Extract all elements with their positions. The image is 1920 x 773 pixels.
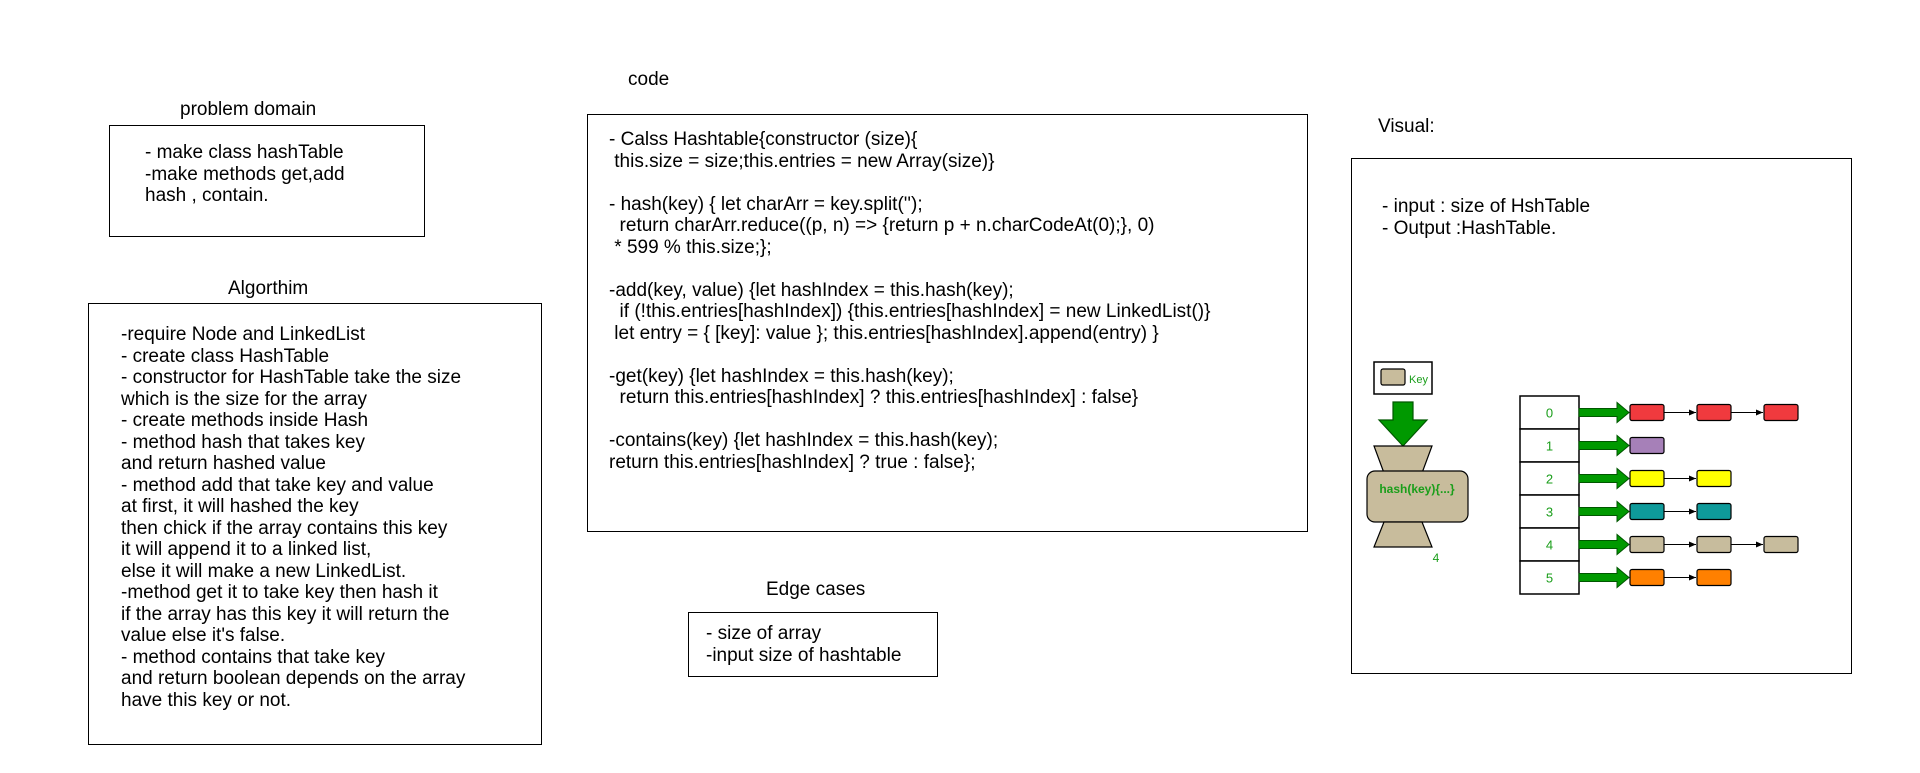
hash-output-label: 4 (1433, 551, 1440, 565)
text-line: and return hashed value (121, 453, 326, 474)
text-line: - Output :HashTable. (1382, 217, 1557, 239)
text-line: - method add that take key and value (121, 474, 434, 496)
text-line: - make class hashTable (145, 142, 344, 163)
text-line: - Calss Hashtable{constructor (size){ (609, 129, 918, 150)
text-line: -make methods get,add (145, 163, 345, 185)
linked-list-node (1763, 403, 1799, 422)
text-line: it will append it to a linked list, (121, 539, 372, 560)
text-line: this.size = size;this.entries = new Arra… (609, 150, 995, 172)
text-line: else it will make a new LinkedList. (121, 560, 407, 582)
text-line: return this.entries[hashIndex] ? true : … (609, 451, 976, 473)
edge-cases-text: - size of array-input size of hashtable (706, 623, 901, 666)
algorithm-text: -require Node and LinkedList- create cla… (121, 324, 465, 711)
text-line: -input size of hashtable (706, 644, 902, 666)
text-line: -add(key, value) {let hashIndex = this.h… (609, 279, 1014, 301)
code-title: code (628, 69, 670, 90)
visual-text: - input : size of HshTable- Output :Hash… (1382, 196, 1590, 239)
bucket-arrow-icon (1578, 566, 1630, 589)
edge-cases-box: - size of array-input size of hashtable (688, 612, 938, 677)
bucket-arrow-icon (1578, 401, 1630, 424)
bucket-index: 3 (1546, 505, 1553, 520)
bucket-arrow-icon (1578, 533, 1630, 556)
linked-list-node (1696, 403, 1732, 422)
funnel-top (1373, 445, 1433, 474)
text-line: then chick if the array contains this ke… (121, 517, 448, 539)
text-line: at first, it will hashed the key (121, 496, 359, 517)
linked-list-node (1696, 535, 1732, 554)
linked-list-node (1629, 469, 1665, 488)
hash-function-block (1366, 470, 1469, 523)
linked-list-node (1629, 568, 1665, 587)
bucket-arrow-icon (1578, 500, 1630, 523)
linked-list-node (1629, 436, 1665, 455)
bucket-cell (1519, 461, 1580, 496)
text-line: -require Node and LinkedList (121, 324, 365, 345)
linked-list-node (1629, 502, 1665, 521)
algorithm-box: -require Node and LinkedList- create cla… (88, 303, 542, 745)
text-line: - input : size of HshTable (1382, 196, 1591, 217)
key-swatch (1380, 368, 1406, 386)
text-line: if (!this.entries[hashIndex]) {this.entr… (609, 301, 1211, 322)
problem-domain-box: - make class hashTable-make methods get,… (109, 125, 425, 237)
text-line: * 599 % this.size;}; (609, 236, 772, 258)
text-line: which is the size for the array (121, 388, 368, 410)
problem-domain-title: problem domain (180, 99, 317, 120)
linked-list-node (1629, 535, 1665, 554)
text-line: - create class HashTable (121, 345, 330, 367)
text-line: return charArr.reduce((p, n) => {return … (609, 215, 1155, 236)
text-line: have this key or not. (121, 689, 292, 711)
text-line: let entry = { [key]: value }; this.entri… (609, 322, 1159, 344)
text-line: and return boolean depends on the array (121, 668, 466, 689)
bucket-arrow-icon (1578, 434, 1630, 457)
bucket-index: 0 (1546, 406, 1553, 421)
text-line: -get(key) {let hashIndex = this.hash(key… (609, 365, 954, 387)
bucket-index: 2 (1546, 472, 1553, 487)
funnel-bottom (1373, 521, 1433, 548)
linked-list-node (1629, 403, 1665, 422)
text-line: return this.entries[hashIndex] ? this.en… (609, 387, 1139, 408)
text-line: -contains(key) {let hashIndex = this.has… (609, 430, 999, 451)
bucket-index: 4 (1546, 538, 1553, 553)
code-box: - Calss Hashtable{constructor (size){ th… (587, 114, 1308, 532)
problem-domain-text: - make class hashTable-make methods get,… (145, 142, 345, 207)
key-label: Key (1409, 374, 1428, 386)
linked-list-node (1696, 469, 1732, 488)
linked-list-node (1696, 502, 1732, 521)
down-arrow-icon (1377, 401, 1429, 447)
text-line: - constructor for HashTable take the siz… (121, 367, 462, 388)
bucket-cell (1519, 395, 1580, 430)
bucket-array: 0 1 2 3 4 5 (1519, 395, 1799, 595)
bucket-index: 1 (1546, 439, 1553, 454)
edge-cases-title: Edge cases (766, 579, 866, 600)
linked-list-node (1696, 568, 1732, 587)
text-line: - method hash that takes key (121, 431, 365, 453)
code-text: - Calss Hashtable{constructor (size){ th… (609, 129, 1210, 473)
text-line: - method contains that take key (121, 646, 386, 668)
bucket-index: 5 (1546, 571, 1553, 586)
text-line: - hash(key) { let charArr = key.split(''… (609, 193, 923, 215)
bucket-cell (1519, 494, 1580, 529)
text-line: -method get it to take key then hash it (121, 582, 438, 603)
bucket-arrow-icon (1578, 467, 1630, 490)
algorithm-title: Algorthim (228, 278, 309, 299)
linked-list-node (1763, 535, 1799, 554)
text-line: value else it's false. (121, 625, 286, 646)
text-line: if the array has this key it will return… (121, 603, 450, 625)
text-line: hash , contain. (145, 185, 269, 206)
text-line: - size of array (706, 623, 822, 644)
text-line: - create methods inside Hash (121, 410, 369, 431)
visual-title: Visual: (1378, 116, 1435, 137)
hash-function-label: hash(key){...} (1379, 482, 1455, 496)
